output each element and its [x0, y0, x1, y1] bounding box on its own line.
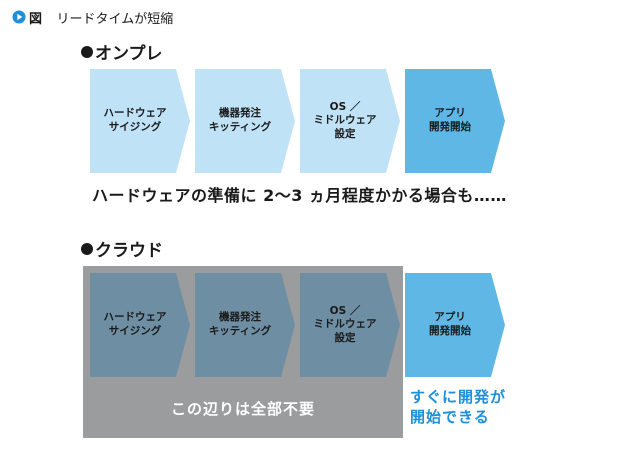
onprem-step-hardware-sizing: ハードウェア サイジング [90, 69, 190, 173]
step-label: OS ／ ミドルウェア 設定 [313, 304, 377, 344]
onprem-step-os-middleware: OS ／ ミドルウェア 設定 [300, 69, 400, 173]
cloud-step-os-middleware: OS ／ ミドルウェア 設定 [300, 273, 400, 377]
step-label: OS ／ ミドルウェア 設定 [313, 100, 377, 140]
onprem-heading-text: オンプレ [95, 44, 163, 64]
cloud-step-hardware-sizing: ハードウェア サイジング [90, 273, 190, 377]
play-circle-icon [12, 10, 26, 24]
cloud-benefit-label: すぐに開発が 開始できる [410, 388, 507, 426]
bullet-dot-icon [81, 242, 93, 255]
bullet-dot-icon [81, 45, 93, 58]
figure-label: 図 [29, 11, 43, 27]
onprem-step-app-dev-start: アプリ 開発開始 [405, 69, 505, 173]
cloud-heading-text: クラウド [95, 241, 163, 261]
onprem-heading: オンプレ [81, 39, 163, 64]
step-label: ハードウェア サイジング [103, 107, 167, 133]
step-label: 機器発注 キッティング [208, 311, 272, 337]
figure-header: 図 リードタイムが短縮 [12, 8, 174, 27]
cloud-heading: クラウド [81, 236, 163, 261]
step-label: ハードウェア サイジング [103, 311, 167, 337]
cloud-step-ordering-kitting: 機器発注 キッティング [195, 273, 295, 377]
onprem-note: ハードウェアの準備に 2～3 ヵ月程度かかる場合も…… [92, 186, 507, 205]
step-label: アプリ 開発開始 [429, 311, 471, 337]
cloud-benefit-text: すぐに開発が 開始できる [410, 388, 506, 427]
onprem-step-ordering-kitting: 機器発注 キッティング [195, 69, 295, 173]
step-label: アプリ 開発開始 [429, 107, 471, 133]
figure-title: リードタイムが短縮 [56, 11, 174, 27]
step-label: 機器発注 キッティング [208, 107, 272, 133]
unneeded-note: この辺りは全部不要 [170, 400, 315, 418]
cloud-step-app-dev-start: アプリ 開発開始 [405, 273, 505, 377]
